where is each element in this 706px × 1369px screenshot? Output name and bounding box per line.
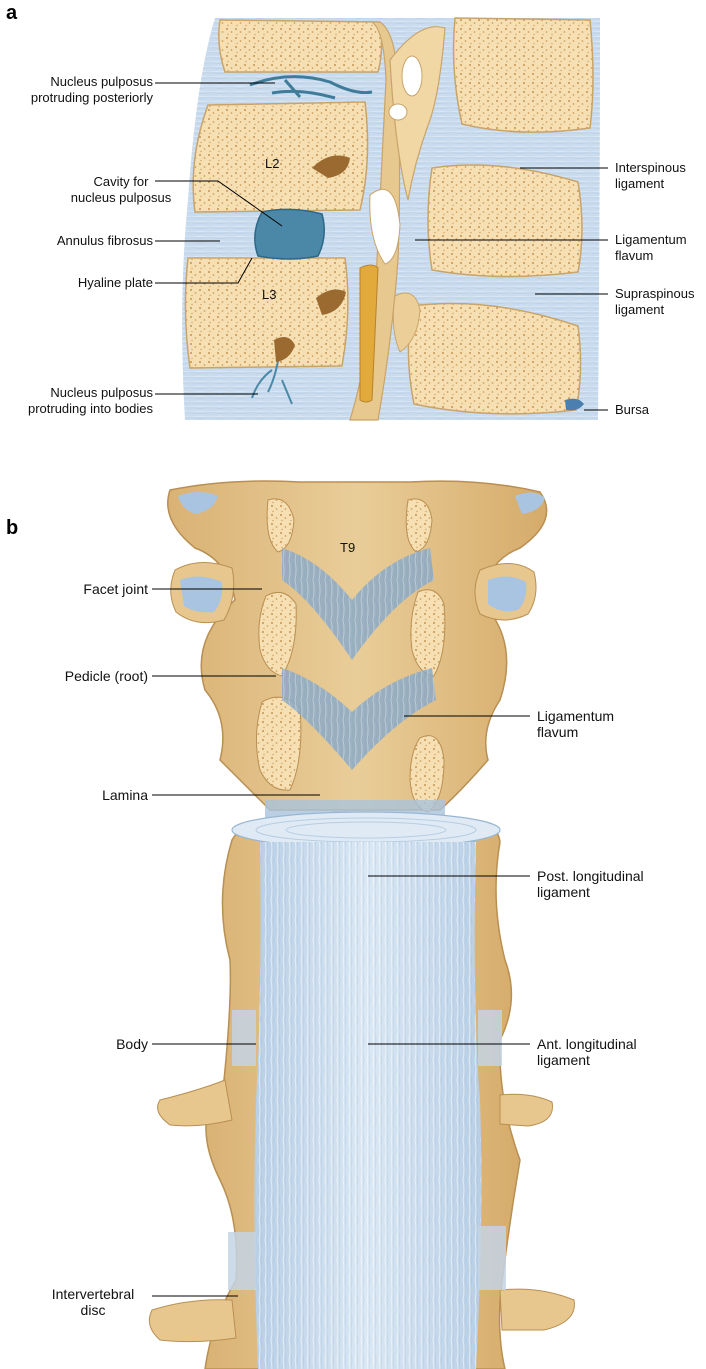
panel-b-illustration	[149, 481, 574, 1369]
label-post-longitudinal-ligament: Post. longitudinal ligament	[537, 868, 644, 900]
label-nucleus-protruding-bodies: Nucleus pulposus protruding into bodies	[28, 385, 153, 417]
disc-band-right-1	[478, 1010, 502, 1066]
label-hyaline-plate: Hyaline plate	[78, 275, 153, 291]
rib-facet-left-lower	[149, 1300, 236, 1342]
label-cavity-nucleus: Cavity for nucleus pulposus	[60, 174, 182, 206]
disc-band-left-2	[228, 1232, 256, 1290]
foramen-1	[402, 56, 422, 96]
label-ligamentum-flavum-b: Ligamentum flavum	[537, 708, 614, 740]
rib-facet-right-lower	[500, 1289, 574, 1330]
label-interspinous-ligament: Interspinous ligament	[615, 160, 686, 192]
label-bursa: Bursa	[615, 402, 649, 418]
facet-surface-right	[488, 576, 526, 611]
label-body: Body	[116, 1036, 148, 1052]
facet-surface-left	[180, 576, 222, 612]
vertebra-label-l3: L3	[262, 287, 276, 303]
label-intervertebral-disc: Intervertebral disc	[38, 1286, 148, 1318]
label-annulus-fibrosus: Annulus fibrosus	[57, 233, 153, 249]
disc-band-left-1	[232, 1010, 256, 1066]
label-lamina: Lamina	[102, 787, 148, 803]
nucleus-cavity	[255, 209, 324, 259]
label-ant-longitudinal-ligament: Ant. longitudinal ligament	[537, 1036, 637, 1068]
panel-a-letter: a	[6, 2, 17, 25]
rib-facet-left	[158, 1080, 232, 1126]
panel-b-letter: b	[6, 517, 18, 540]
vertebra-label-t9: T9	[340, 540, 355, 556]
label-facet-joint: Facet joint	[83, 581, 148, 597]
label-nucleus-protruding-posteriorly: Nucleus pulposus protruding posteriorly	[31, 74, 153, 106]
foramen-2	[389, 104, 407, 120]
label-supraspinous-ligament: Supraspinous ligament	[615, 286, 695, 318]
label-pedicle-root: Pedicle (root)	[65, 668, 148, 684]
panel-a-illustration	[182, 18, 600, 420]
label-ligamentum-flavum-a: Ligamentum flavum	[615, 232, 687, 264]
vertebra-label-l2: L2	[265, 156, 279, 172]
rib-facet-right	[500, 1094, 553, 1126]
disc-band-right-2	[478, 1226, 506, 1290]
